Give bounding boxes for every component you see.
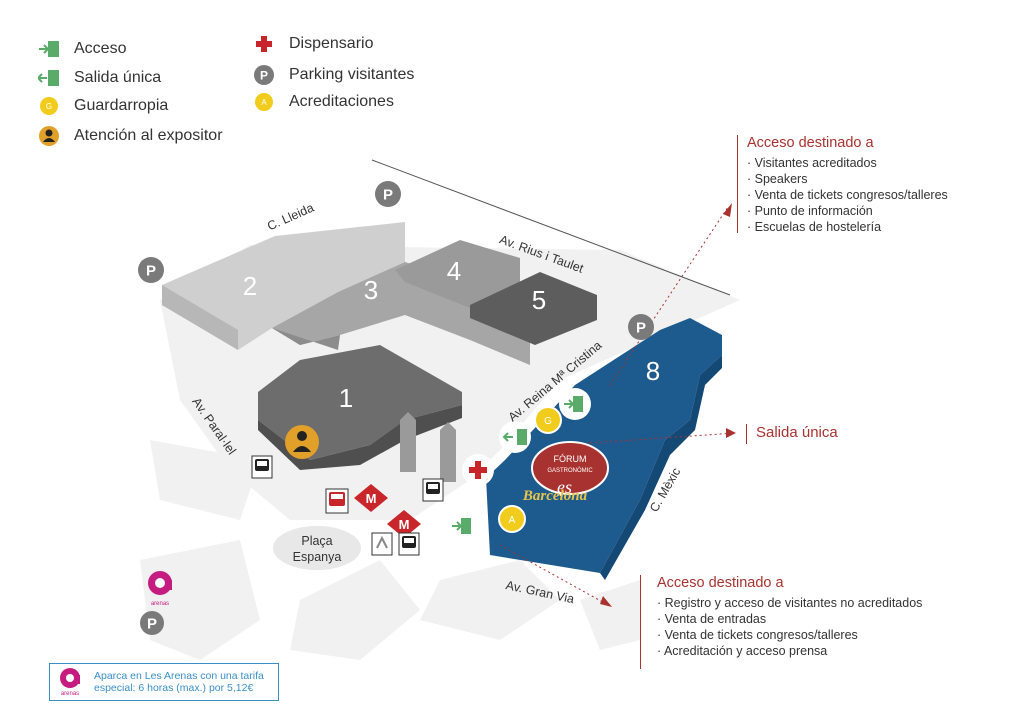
callout-top-line: · Escuelas de hostelería	[747, 220, 882, 234]
svg-text:A: A	[509, 515, 516, 526]
arenas-note-line-1: Aparca en Les Arenas con una tarifa	[94, 670, 264, 682]
bus-icon-plaza[interactable]	[398, 532, 420, 556]
callout-access-top: Acceso destinado a · Visitantes acredita…	[737, 135, 987, 234]
legend-accreditation-label: Acreditaciones	[289, 93, 394, 110]
hall-8[interactable]	[486, 318, 722, 573]
legend-parking-label: Parking visitantes	[289, 66, 415, 83]
svg-text:arenas: arenas	[151, 601, 169, 607]
svg-text:P: P	[146, 263, 156, 280]
access-marker-reina[interactable]	[559, 388, 591, 420]
svg-text:P: P	[383, 187, 393, 204]
legend-first-aid: Dispensario	[253, 33, 373, 55]
svg-text:G: G	[544, 416, 552, 427]
pointer-bottom	[499, 544, 609, 606]
callout-top-line: · Punto de información	[747, 204, 873, 218]
bus-icon-red[interactable]	[325, 488, 349, 514]
hall-4-label: 4	[447, 256, 461, 286]
first-aid-icon	[253, 33, 275, 55]
arenas-parking-note: arenas Aparca en Les Arenas con una tari…	[49, 663, 279, 701]
metro-icon-1[interactable]: M	[354, 484, 388, 512]
train-icon[interactable]	[371, 532, 393, 556]
legend-exhibitor-label: Atención al expositor	[74, 127, 223, 144]
cloakroom-icon: G	[38, 95, 60, 117]
svg-text:P: P	[147, 616, 157, 633]
parking-marker-west[interactable]: P	[138, 257, 164, 283]
svg-text:M: M	[366, 491, 377, 506]
svg-text:FÓRUM: FÓRUM	[554, 454, 587, 464]
hall-2[interactable]	[162, 222, 405, 350]
svg-text:P: P	[260, 69, 268, 83]
legend-access-label: Acceso	[74, 40, 127, 57]
exit-marker[interactable]	[499, 421, 531, 453]
callout-top-line: · Visitantes acreditados	[747, 156, 877, 170]
legend-accreditation: A Acreditaciones	[253, 91, 394, 113]
arenas-logo-map: arenas	[148, 571, 172, 607]
hall-4[interactable]	[395, 240, 520, 308]
placa-espanya	[273, 526, 361, 570]
arenas-logo-icon: arenas	[60, 668, 80, 697]
hall-5-label: 5	[532, 285, 546, 315]
exhibitor-attention-icon	[38, 125, 60, 147]
callout-bottom-line: · Acreditación y acceso prensa	[657, 644, 828, 658]
callout-bottom-line: · Venta de entradas	[657, 612, 767, 626]
access-marker-granvia[interactable]	[447, 510, 479, 542]
hall-3-label: 3	[364, 275, 378, 305]
exit-icon	[38, 67, 60, 89]
legend-exit: Salida única	[38, 67, 161, 89]
callout-exit: Salida única	[746, 424, 896, 444]
hall-1-label: 1	[339, 383, 353, 413]
svg-text:GASTRONÒMIC: GASTRONÒMIC	[547, 467, 593, 474]
tower-right	[440, 422, 456, 482]
hall-8-label: 8	[646, 356, 660, 386]
access-icon	[38, 38, 60, 60]
svg-text:G: G	[46, 102, 52, 111]
parking-icon: P	[253, 64, 275, 86]
callout-top-line: · Venta de tickets congresos/talleres	[747, 188, 948, 202]
hall-5[interactable]	[470, 272, 597, 345]
legend-first-aid-label: Dispensario	[289, 35, 374, 52]
hall-2-label: 2	[243, 271, 257, 301]
callout-top-line: · Speakers	[747, 172, 808, 186]
callout-top-title: Acceso destinado a	[747, 135, 874, 151]
legend-exit-label: Salida única	[74, 69, 162, 86]
cloakroom-marker[interactable]: G	[534, 406, 562, 434]
pointer-top	[609, 206, 729, 386]
legend-cloakroom-label: Guardarropia	[74, 97, 169, 114]
legend-cloakroom: G Guardarropia	[38, 95, 168, 117]
legend-exhibitor: Atención al expositor	[38, 125, 223, 147]
metro-icon-2[interactable]: M	[387, 510, 421, 538]
parking-marker-lleida[interactable]: P	[375, 181, 401, 207]
legend-parking: P Parking visitantes	[253, 64, 414, 86]
bus-icon-paralel[interactable]	[251, 455, 273, 479]
svg-text:ẹs: ẹs	[557, 477, 572, 497]
svg-text:arenas: arenas	[61, 691, 79, 697]
svg-text:M: M	[399, 517, 410, 532]
svg-text:A: A	[261, 98, 267, 107]
first-aid-marker[interactable]	[462, 454, 494, 486]
accreditation-marker[interactable]: A	[498, 505, 526, 533]
svg-text:Barcelona: Barcelona	[522, 488, 588, 504]
pointer-exit	[559, 432, 736, 446]
legend-access: Acceso	[38, 38, 126, 60]
parking-marker-arenas[interactable]: P	[140, 611, 164, 635]
tower-left	[400, 412, 416, 472]
callout-bottom-line: · Venta de tickets congresos/talleres	[657, 628, 858, 642]
callout-bottom-line: · Registro y acceso de visitantes no acr…	[657, 596, 923, 610]
exhibitor-attention-marker[interactable]	[285, 425, 319, 459]
bus-icon-center[interactable]	[422, 478, 444, 502]
arenas-note-line-2: especial: 6 horas (max.) por 5,12€	[94, 682, 254, 694]
svg-text:P: P	[636, 320, 646, 337]
plaza-label-1: Plaça	[301, 534, 332, 548]
callout-bottom-title: Acceso destinado a	[657, 575, 784, 591]
callout-access-bottom: Acceso destinado a · Registro y acceso d…	[640, 575, 970, 669]
forum-logo: FÓRUM GASTRONÒMIC ẹs Barcelona	[522, 441, 609, 504]
accreditation-icon: A	[253, 91, 275, 113]
parking-marker-hall8[interactable]: P	[628, 314, 654, 340]
plaza-label-2: Espanya	[293, 550, 342, 564]
callout-exit-title: Salida única	[756, 424, 838, 441]
